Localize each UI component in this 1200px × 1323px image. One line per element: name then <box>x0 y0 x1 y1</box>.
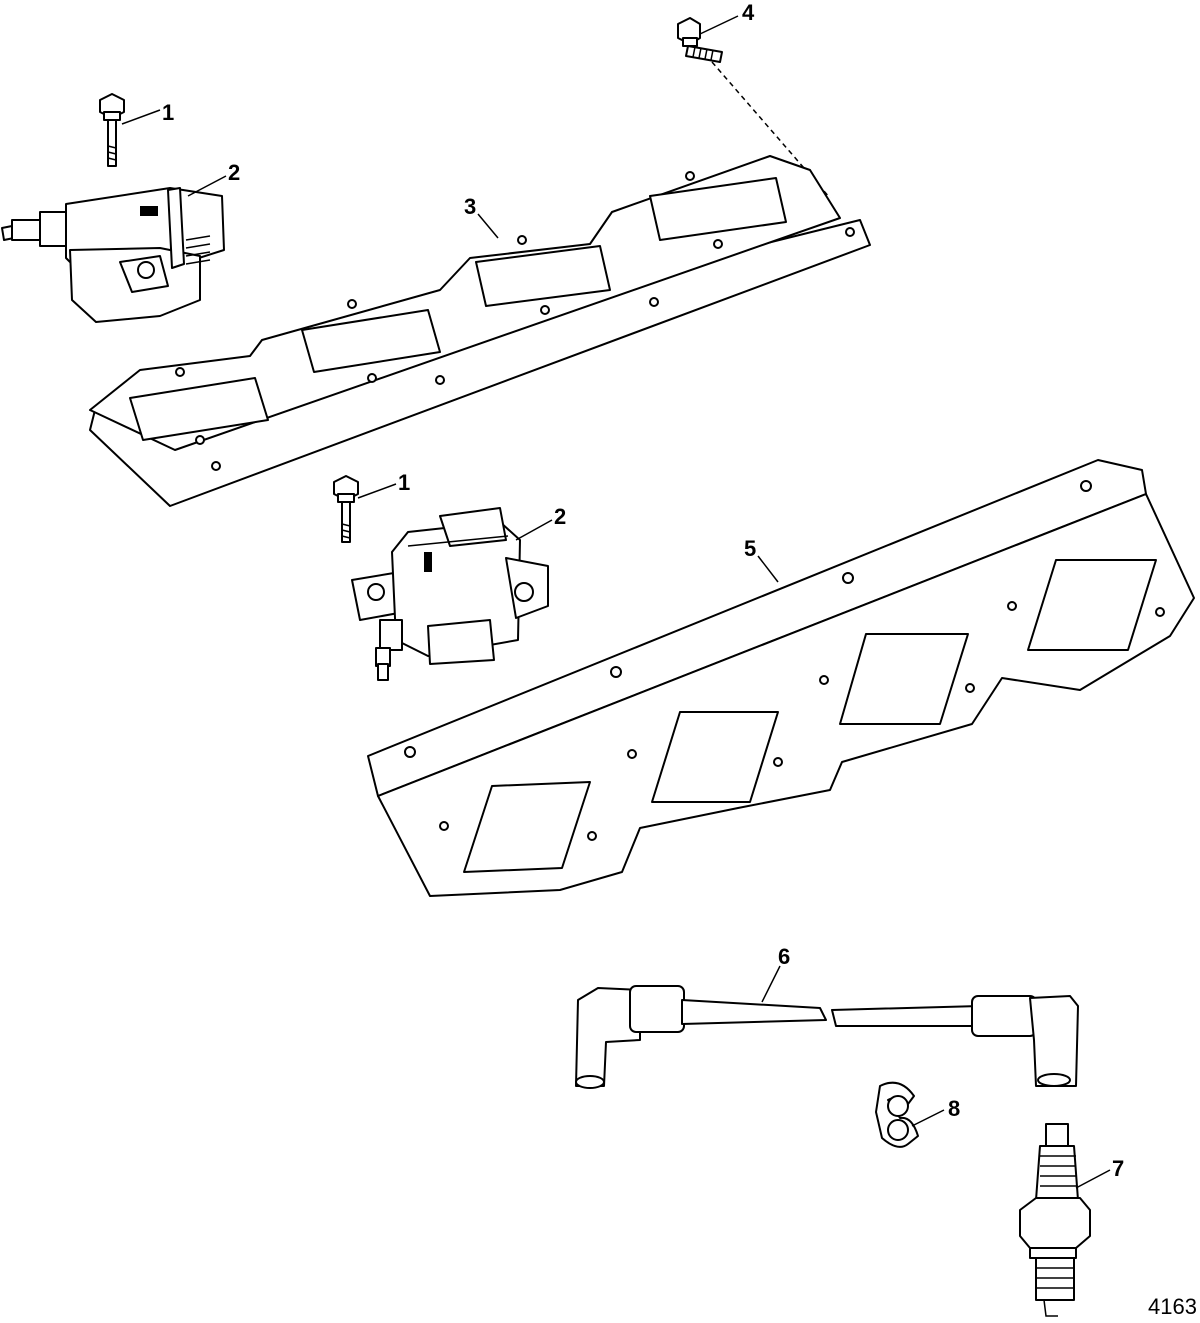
callout-1-lower: 1 <box>398 470 410 495</box>
callout-2-lower: 2 <box>554 504 566 529</box>
bolt-1-lower <box>333 475 359 543</box>
ignition-coil-lower <box>351 507 549 681</box>
callout-1-upper: 1 <box>162 100 174 125</box>
spark-plug-wire <box>575 985 1079 1089</box>
coil-bracket-lower <box>367 459 1195 897</box>
callout-leaders <box>121 15 1111 1189</box>
coil-bracket-upper <box>89 155 871 507</box>
bracket-lower-holes <box>404 480 1165 841</box>
callout-4: 4 <box>742 0 755 25</box>
ignition-coil-upper <box>1 187 225 323</box>
bracket-upper-holes <box>175 171 855 471</box>
callout-2-upper: 2 <box>228 160 240 185</box>
callout-3: 3 <box>464 194 476 219</box>
figure-number: 4163 <box>1148 1294 1197 1319</box>
callout-7: 7 <box>1112 1156 1124 1181</box>
callout-6: 6 <box>778 944 790 969</box>
callout-8: 8 <box>948 1096 960 1121</box>
spark-plug <box>1019 1123 1091 1317</box>
callout-5: 5 <box>744 536 756 561</box>
bolt-1-upper <box>99 93 125 167</box>
bolt-4 <box>677 17 831 199</box>
wire-clip <box>875 1081 919 1148</box>
